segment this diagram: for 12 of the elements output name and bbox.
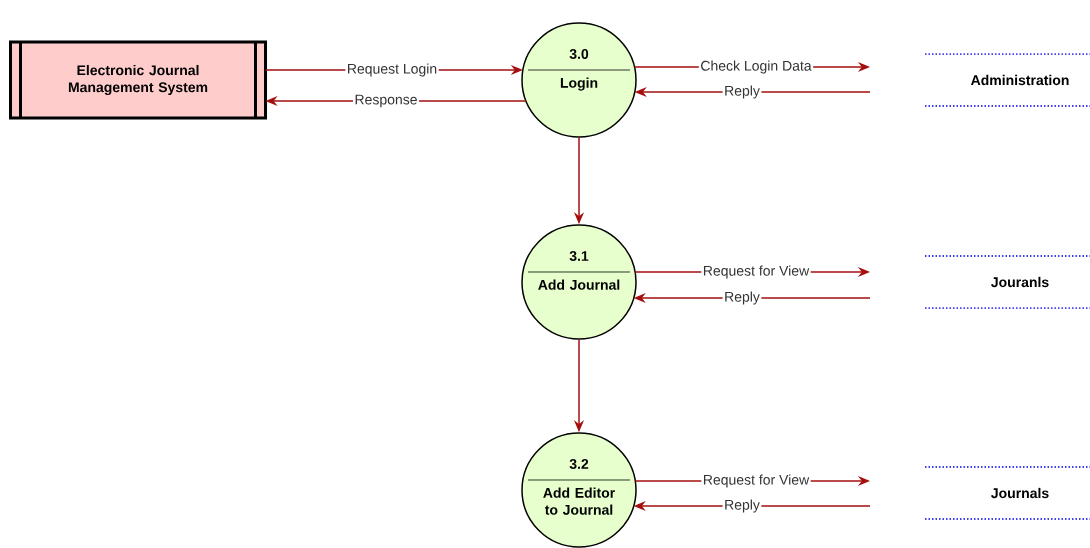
edge-label: Reply (722, 83, 762, 100)
data-store: Jouranls (924, 255, 1090, 309)
edge-label: Reply (722, 497, 762, 514)
edge-label: Request for View (701, 472, 811, 489)
edge-label: Check Login Data (698, 58, 814, 75)
edge-label: Request for View (701, 263, 811, 280)
data-store: Journals (924, 466, 1090, 520)
data-store: Administration (924, 53, 1090, 107)
external-entity-box: Electronic Journal Management System (9, 40, 267, 120)
edge-label: Response (353, 93, 420, 109)
edge-label: Request Login (345, 61, 439, 78)
edge-label: Reply (722, 289, 762, 306)
